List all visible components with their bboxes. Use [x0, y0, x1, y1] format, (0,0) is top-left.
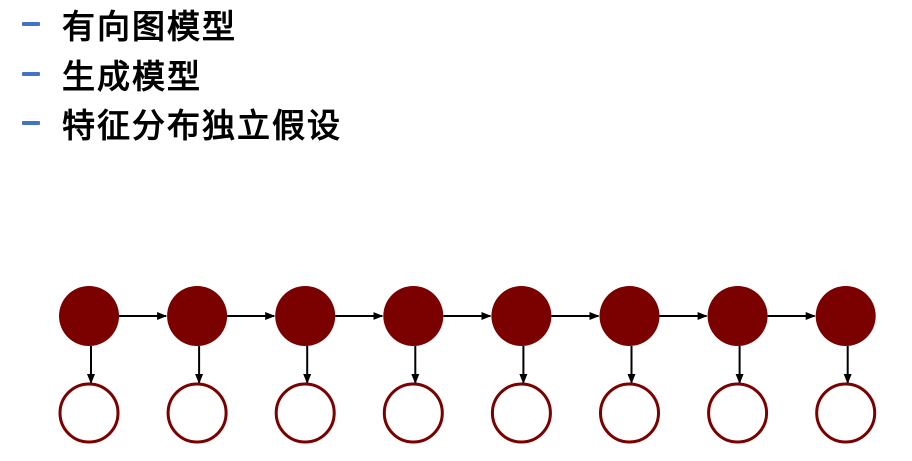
hidden-state-node	[815, 286, 876, 346]
bullet-text: 有向图模型	[62, 7, 237, 46]
bullet-item: 有向图模型	[22, 2, 237, 46]
hidden-state-node	[275, 286, 336, 346]
observation-node	[58, 382, 120, 444]
observation-node	[815, 382, 877, 444]
bullet-text: 特征分布独立假设	[62, 106, 342, 145]
observation-node	[599, 382, 660, 444]
observation-node	[382, 382, 444, 444]
hidden-state-node	[383, 286, 444, 346]
observation-node	[166, 382, 228, 444]
observation-node	[274, 382, 336, 444]
bullet-item: 特征分布独立假设	[22, 101, 342, 145]
hidden-state-node	[707, 286, 768, 346]
hidden-state-node	[167, 286, 228, 346]
edges-layer	[87, 312, 852, 384]
nodes-layer	[58, 286, 877, 444]
bullet-text: 生成模型	[62, 57, 202, 96]
hidden-state-node	[59, 286, 119, 346]
bullet-item: 生成模型	[22, 52, 202, 96]
observation-node	[490, 382, 552, 444]
dash-icon	[22, 22, 40, 26]
dash-icon	[22, 121, 40, 125]
observation-node	[707, 382, 769, 444]
hidden-state-node	[491, 286, 552, 346]
hidden-state-node	[599, 286, 660, 346]
dash-icon	[22, 72, 40, 76]
bullet-list: 有向图模型 生成模型 特征分布独立假设	[22, 0, 622, 150]
